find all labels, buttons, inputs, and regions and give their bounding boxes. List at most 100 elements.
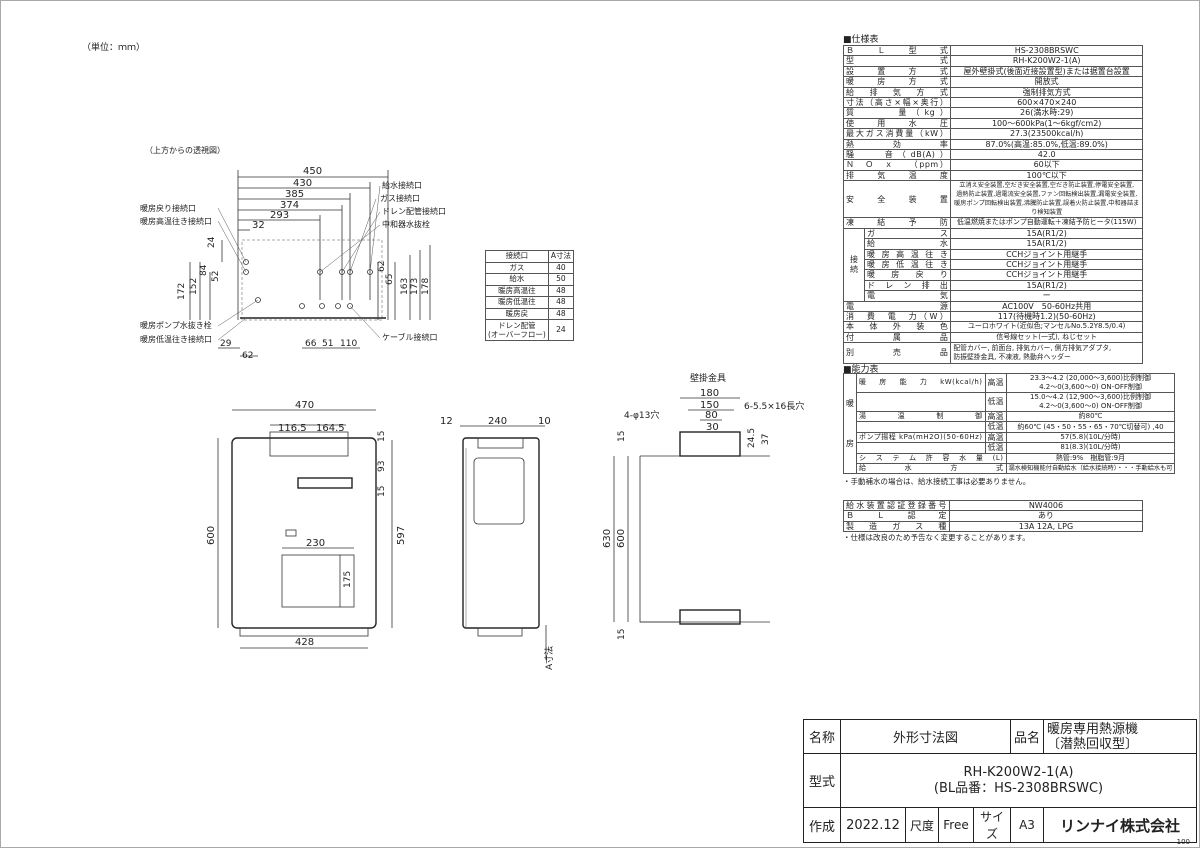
spec-value: 15A(R1/2): [950, 227, 1143, 240]
top-dim-32: 32: [252, 220, 265, 231]
side-dim-240: 240: [488, 416, 507, 427]
label-pump-drain: 暖房ポンプ水抜き栓: [140, 320, 212, 330]
spec-value: RH-K200W2-1(A): [950, 55, 1143, 67]
conn-cell: ガス: [485, 261, 549, 274]
spec-row: 付 属 品信号線セット(一式), ねじセット: [842, 331, 1143, 344]
capacity-row: システム許容水量(L)熱管:9% 樹脂管:9月: [844, 452, 1176, 465]
top-dim-84: 84: [199, 264, 209, 276]
spec-key: 暖 房 方 式: [842, 76, 952, 88]
label-drain-pipe: ドレン配管接続口: [382, 206, 446, 216]
spec-row: 最大ガス消費量（kW）27.3(23500kcal/h): [842, 128, 1143, 140]
spec-key: 騒 音（dB(A)）: [842, 149, 952, 161]
bracket-title: 壁掛金具: [690, 372, 726, 384]
spec-row: Ｎ Ｏ ｘ （ppm）60以下: [842, 159, 1143, 171]
approval-key: 製 造 ガ ス 種: [843, 520, 950, 533]
bracket-bottom-plate: [679, 609, 741, 625]
label-heating-return: 暖房戻り接続口: [140, 203, 196, 213]
approval-key: Ｂ Ｌ 認 定: [843, 510, 950, 522]
capacity-line: 4.2〜0(3,600〜0) ON-OFF制御: [1039, 402, 1142, 410]
capacity-sub: 高温: [984, 431, 1007, 444]
capacity-line: 約80℃: [1078, 412, 1103, 421]
front-dim-597: 597: [396, 526, 407, 545]
spec-value: 87.0%(高温:85.0%,低温:89.0%): [950, 138, 1143, 151]
spec-key: 排 気 温 度: [842, 169, 952, 182]
safety-line: 立消え安全装置,空だき安全装置,空だき防止装置,停電安全装置,: [959, 182, 1135, 190]
conn-cell: 48: [547, 307, 574, 320]
spec-key: 凍 結 予 防: [842, 217, 952, 229]
conn-cell: 48: [547, 296, 574, 309]
capacity-label: ポンプ揚程 kPa(mH2O)(50-60Hz): [856, 431, 986, 444]
bracket-slots: 6-5.5×16長穴: [744, 400, 804, 412]
name-value: 外形寸法図: [840, 719, 1011, 754]
capacity-label: [856, 442, 986, 454]
created-label: 作成: [803, 807, 841, 843]
model-label: 型式: [803, 753, 841, 808]
front-dim-600: 600: [206, 526, 217, 545]
product-value: 暖房専用熱源機 〔潜熱回収型〕: [1043, 719, 1197, 754]
spec-value: 信号線セット(一式), ねじセット: [950, 331, 1143, 344]
spec-title: ■仕様表: [843, 35, 879, 45]
front-bottom-pipes: [239, 627, 369, 637]
capacity-sub: 低温: [984, 392, 1007, 412]
spec-key: Ｂ Ｌ 型 式: [842, 44, 952, 57]
spec-row: 暖 房 方 式開放式: [842, 76, 1143, 88]
top-dim-374: 374: [280, 200, 299, 211]
capacity-value: 57(5.8)(10L/分時): [1005, 431, 1176, 444]
spec-row: 質 量（kg）26(満水時:29): [842, 107, 1143, 119]
capacity-label: [856, 421, 986, 433]
conn-header: 接続口: [485, 250, 549, 263]
spec-value: 42.0: [950, 149, 1143, 161]
size-label: サイズ: [973, 807, 1011, 843]
page-number: 100: [1176, 838, 1190, 846]
spec-key: 使 用 水 圧: [842, 117, 952, 130]
spec-value: 100〜600kPa(1〜6kgf/cm2): [950, 117, 1143, 130]
capacity-sub: 高温: [984, 373, 1007, 393]
front-exhaust-outlet: [297, 477, 353, 489]
spec-value: 開放式: [950, 76, 1143, 88]
top-dim-51: 51: [322, 339, 333, 349]
side-dim-12: 12: [440, 416, 453, 427]
label-heating-low-out: 暖房低温往き接続口: [140, 334, 212, 344]
spec-row: 消 費 電 力（W）117(待機時1.2)(50-60Hz): [842, 310, 1143, 323]
top-dim-385: 385: [285, 189, 304, 200]
connection-label: 接 続: [843, 227, 865, 302]
spec-key: 型 式: [842, 55, 952, 67]
spec-key: 電 源: [842, 300, 952, 312]
capacity-note: ・手動補水の場合は、給水接続工事は必要ありません。: [843, 477, 1031, 486]
spec-key: 本 体 外 装 色: [842, 321, 952, 333]
label-heating-high-out: 暖房高温往き接続口: [140, 216, 212, 226]
spec-key: 付 属 品: [842, 331, 952, 344]
spec-key: 設 置 方 式: [842, 65, 952, 78]
bracket-frame: [639, 456, 680, 623]
spec-row: 騒 音（dB(A)）42.0: [842, 149, 1143, 161]
product-line-1: 暖房専用熱源機: [1047, 721, 1139, 737]
spec-value: 15A(R1/2): [950, 238, 1143, 250]
spec-value: CCHジョイント用継手: [950, 248, 1143, 260]
spec-value: ー: [950, 290, 1143, 302]
spec-options-value: 配管カバー, 前面台, 排気カバー, 側方排気アダプタ, 防振壁掛金具, 不凍液…: [950, 342, 1143, 365]
capacity-row: 湯 温 制 御高温約80℃: [844, 410, 1176, 423]
approval-value: NW4006: [948, 499, 1144, 512]
safety-line: 過熱防止装置,過電流安全装置,ファン回転検出装置,漏電安全装置,: [956, 191, 1138, 199]
spec-row: 電 気ー: [844, 290, 1143, 302]
conn-cell: 暖房高温往: [485, 284, 549, 297]
capacity-line: 4.2〜0(3,600〜0) ON-OFF制御: [1039, 383, 1142, 391]
spec-value: HS-2308BRSWC: [950, 44, 1143, 57]
capacity-value: 81(8.3)(10L/分時): [1005, 442, 1176, 454]
conn-cell: 40: [547, 261, 574, 274]
capacity-line: 熱管:9% 樹脂管:9月: [1055, 453, 1126, 462]
bracket-dim-15a: 15: [617, 431, 627, 442]
side-view: 12 240 10 A寸法: [440, 416, 555, 670]
conn-cell: ドレン配管 (オーバーフロー): [485, 319, 549, 341]
capacity-line: 81(8.3)(10L/分時): [1060, 443, 1121, 452]
spec-key: 給 水: [863, 238, 952, 250]
